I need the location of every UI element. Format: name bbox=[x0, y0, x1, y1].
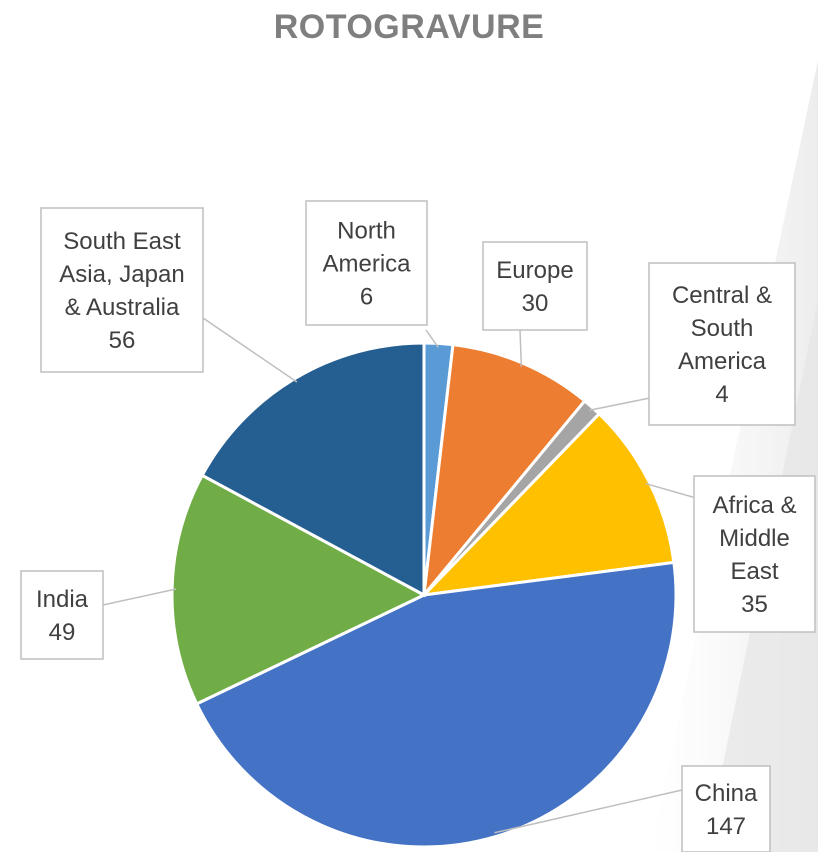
label-name: & Australia bbox=[65, 294, 180, 321]
background-decor bbox=[650, 60, 818, 852]
label-value: 147 bbox=[706, 813, 746, 840]
label-box bbox=[305, 200, 428, 326]
label-value: 30 bbox=[522, 290, 549, 317]
leader-lines bbox=[102, 317, 697, 834]
leader-line bbox=[519, 329, 523, 367]
pie-slices bbox=[170, 341, 678, 849]
pie-slice-africa-middle-east bbox=[419, 411, 676, 598]
label-box bbox=[648, 262, 796, 426]
label-name: South East bbox=[63, 228, 181, 255]
data-label-europe: Europe 30 bbox=[482, 241, 588, 331]
label-name: Middle bbox=[719, 525, 790, 552]
label-box bbox=[482, 241, 588, 331]
label-name: Asia, Japan bbox=[59, 261, 184, 288]
label-name: India bbox=[36, 586, 89, 613]
label-name: Europe bbox=[496, 257, 573, 284]
label-name: America bbox=[678, 348, 767, 375]
chart-title: ROTOGRAVURE bbox=[273, 8, 545, 46]
label-value: 56 bbox=[109, 327, 136, 354]
label-name: Central & bbox=[672, 282, 772, 309]
pie-slice-europe bbox=[421, 343, 587, 600]
leader-line bbox=[425, 329, 439, 348]
label-value: 35 bbox=[741, 591, 768, 618]
leader-line bbox=[645, 482, 697, 499]
pie-slice-india bbox=[170, 473, 428, 706]
pie-slice-china bbox=[194, 560, 678, 849]
pie-slice-south-east-asia-japan-australia bbox=[200, 341, 426, 598]
label-box bbox=[693, 475, 816, 633]
leader-line bbox=[494, 789, 683, 834]
label-box bbox=[20, 570, 104, 660]
leader-line bbox=[102, 588, 177, 606]
leader-line bbox=[202, 317, 298, 383]
leader-line bbox=[589, 397, 651, 411]
data-label-india: India 49 bbox=[20, 570, 104, 660]
label-box bbox=[40, 207, 204, 373]
label-name: South bbox=[691, 315, 754, 342]
label-name: East bbox=[730, 558, 778, 585]
label-value: 4 bbox=[715, 381, 728, 408]
data-label-china: China 147 bbox=[681, 765, 771, 852]
label-name: America bbox=[322, 251, 411, 278]
label-value: 49 bbox=[49, 619, 76, 646]
label-name: China bbox=[695, 780, 758, 807]
label-name: Africa & bbox=[712, 492, 796, 519]
label-box bbox=[681, 765, 771, 852]
label-value: 6 bbox=[360, 284, 373, 311]
label-name: North bbox=[337, 218, 396, 245]
